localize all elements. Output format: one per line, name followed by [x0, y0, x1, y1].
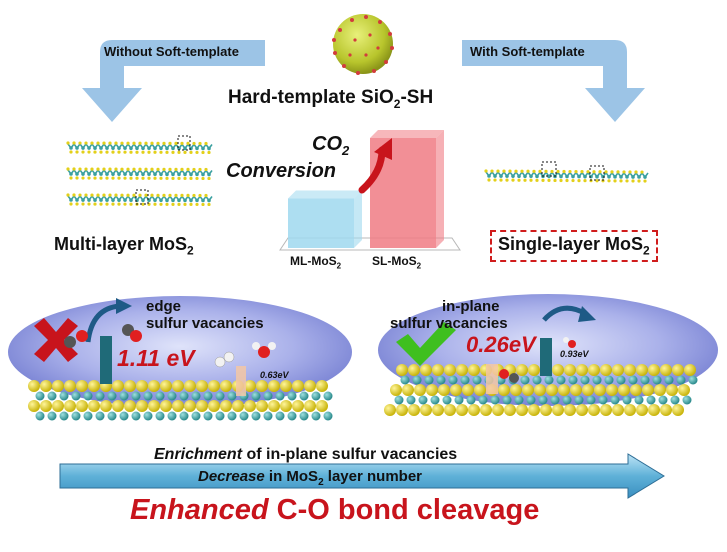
right-small-barrier	[486, 364, 498, 394]
without-soft-template-label: Without Soft-template	[104, 44, 239, 59]
chart-bar-1	[288, 198, 354, 248]
single-layer-mos2-label: Single-layer MoS2	[490, 230, 658, 262]
chart-category-label-2: SL-MoS2	[372, 254, 422, 271]
template-arrows	[82, 14, 645, 122]
single-layer-mos2-structure	[484, 161, 649, 183]
enhanced-cleavage-title: Enhanced C-O bond cleavage	[130, 494, 540, 526]
co2-conversion-chart	[279, 130, 461, 251]
multi-layer-mos2-label: Multi-layer MoS2	[54, 234, 194, 258]
right-energy-barrier	[540, 338, 552, 376]
red-x-icon	[34, 318, 78, 362]
enrichment-text: Enrichment of in-plane sulfur vacancies	[154, 446, 458, 463]
decrease-text: Decrease in MoS2 layer number	[198, 468, 422, 488]
left-energy-value: 1.11 eV	[117, 345, 195, 371]
green-check-icon	[396, 322, 456, 366]
right-energy-value: 0.26eV	[466, 332, 536, 357]
oh-molecule-icon	[563, 337, 576, 348]
left-small-energy-value: 0.63eV	[260, 370, 289, 380]
conversion-trend-arrowhead	[374, 138, 392, 160]
chart-bar-side-2	[436, 130, 444, 248]
adsorbed-co2-molecule-icon	[499, 369, 519, 383]
sio2-sh-sphere-icon	[332, 14, 394, 75]
co-molecule-icon	[122, 324, 142, 342]
left-small-barrier	[236, 366, 246, 396]
in-plane-sulfur-vacancies-label: sulfur vacancies	[390, 315, 508, 332]
h2-molecule-icon	[214, 351, 235, 368]
chart-bar-top-1	[288, 190, 362, 199]
edge-label: edge	[146, 298, 182, 315]
left-template-arrow	[82, 40, 265, 122]
chart-floor	[279, 237, 461, 251]
chart-title-line2: Conversion	[226, 160, 337, 182]
edge-sulfur-vacancies-label: sulfur vacancies	[146, 315, 264, 332]
with-soft-template-label: With Soft-template	[470, 44, 585, 59]
chart-category-label-1: ML-MoS2	[290, 254, 342, 271]
left-reaction-arrow	[85, 303, 121, 343]
chart-bar-top-2	[370, 130, 444, 138]
right-template-arrow	[462, 40, 645, 122]
right-small-energy-value: 0.93eV	[560, 349, 589, 359]
co2-molecule-icon	[64, 330, 88, 348]
multi-layer-mos2-structure	[66, 135, 213, 207]
bottom-trend-arrow	[59, 453, 665, 499]
chart-title-line1: CO2	[312, 133, 350, 158]
left-energy-barrier	[100, 336, 112, 384]
left-mos2-surface	[28, 380, 333, 421]
in-plane-label: in-plane	[442, 298, 500, 315]
chart-bar-side-1	[354, 190, 362, 248]
hard-template-label: Hard-template SiO2-SH	[228, 87, 434, 111]
surface-panels	[8, 294, 718, 421]
h2o-molecule-icon	[252, 342, 276, 358]
